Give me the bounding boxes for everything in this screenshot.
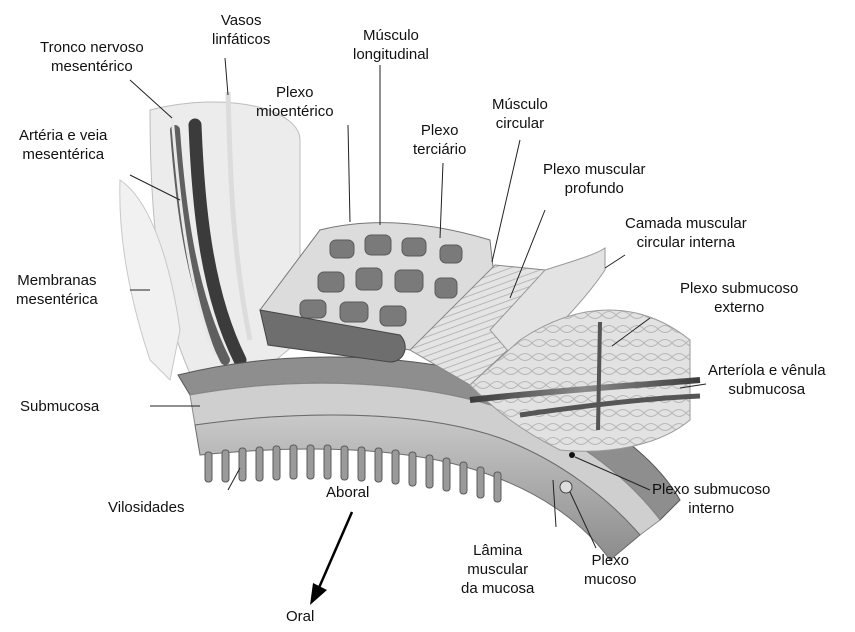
submucosal-vertical-vessel	[598, 322, 600, 430]
mucous-plexus-node	[560, 481, 572, 493]
label-submucosa: Submucosa	[20, 397, 99, 416]
inner-submucous-plexus-node	[569, 452, 575, 458]
label-vilosidades: Vilosidades	[108, 498, 184, 517]
orientation-arrow	[310, 512, 352, 605]
label-oral: Oral	[286, 607, 314, 626]
label-aboral: Aboral	[326, 483, 369, 502]
